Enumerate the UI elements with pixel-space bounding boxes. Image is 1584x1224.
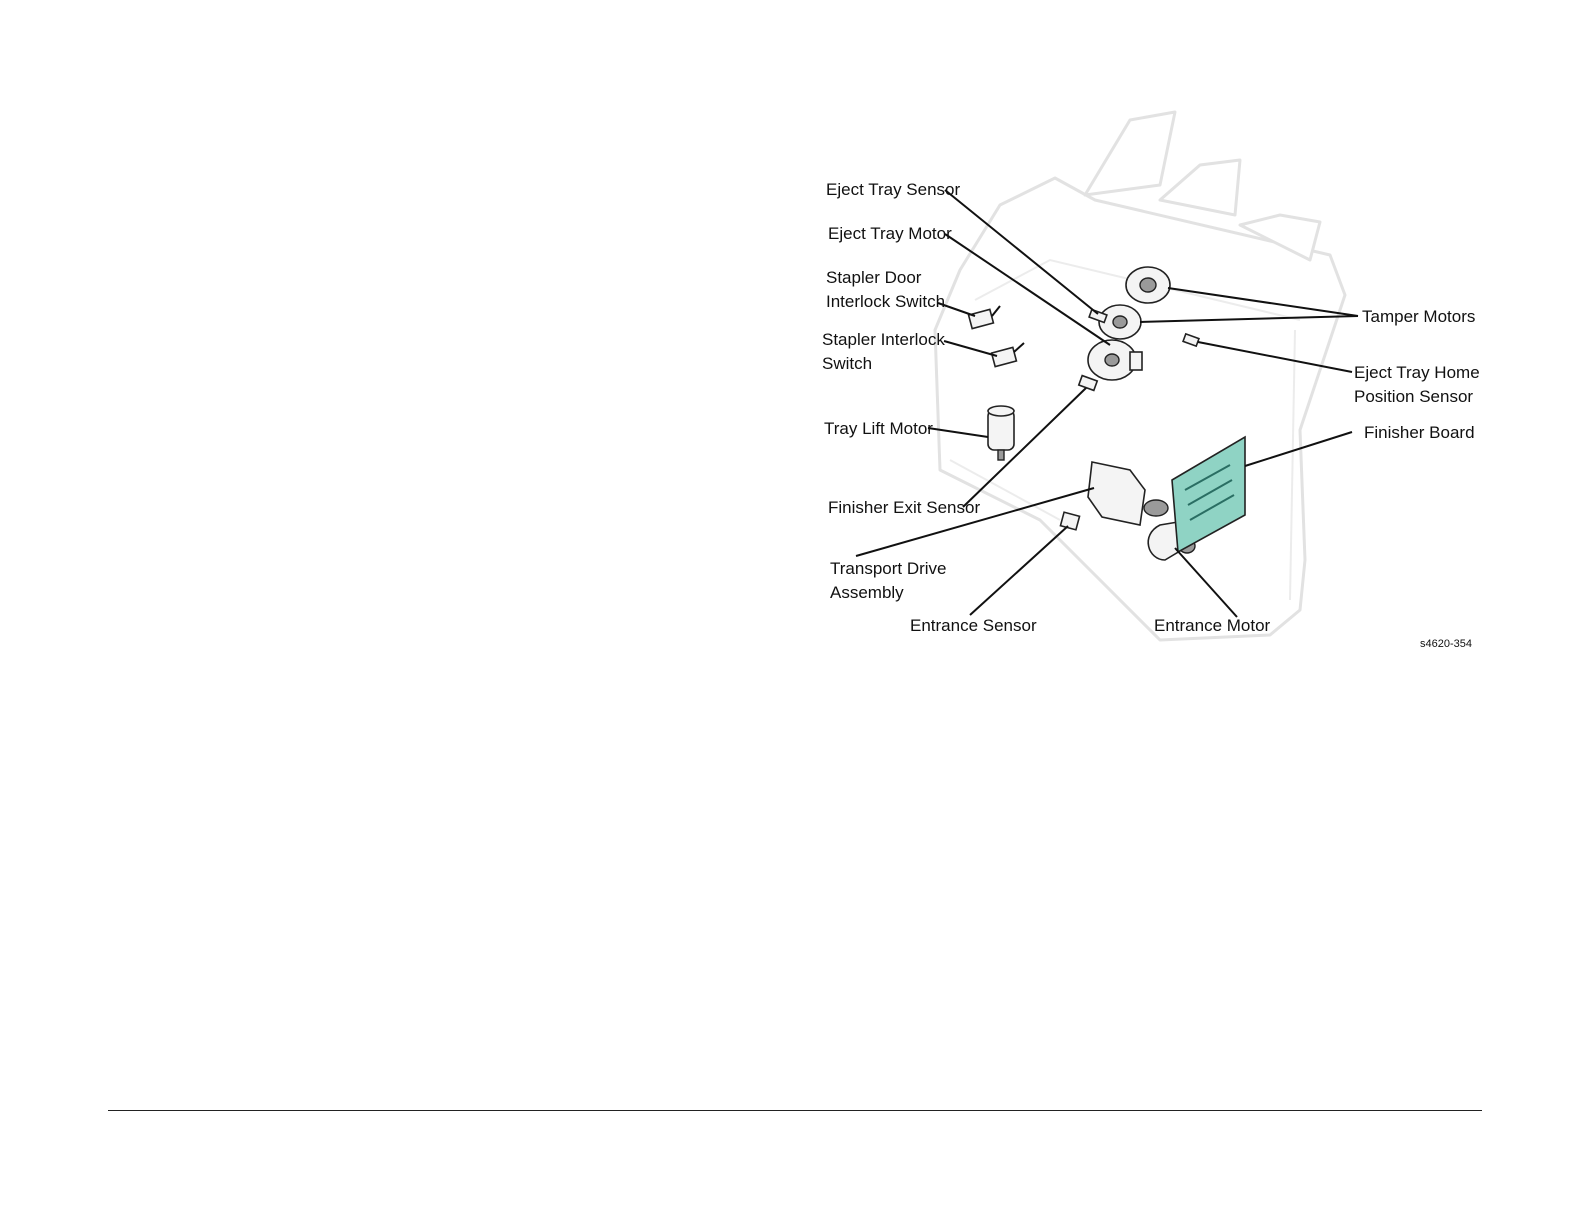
tamper-motor-upper [1126,267,1170,303]
label-stapler-interlock-switch-line2: Switch [822,354,872,373]
tamper-motor-lower [1099,305,1141,339]
label-transport-drive-assembly-line1: Transport Drive [830,559,947,578]
label-eject-tray-home-position-sensor-line1: Eject Tray Home [1354,363,1480,382]
footer-divider [108,1110,1482,1111]
label-stapler-door-interlock-switch-line2: Interlock Switch [826,292,945,311]
label-transport-drive-assembly-line2: Assembly [830,583,904,602]
label-entrance-motor: Entrance Motor [1154,616,1271,635]
label-eject-tray-sensor: Eject Tray Sensor [826,180,961,199]
label-tray-lift-motor: Tray Lift Motor [824,419,933,438]
figure-id: s4620-354 [1420,638,1472,650]
label-eject-tray-home-position-sensor-line2: Position Sensor [1354,387,1473,406]
entrance-sensor [1060,512,1079,530]
label-stapler-interlock-switch-line1: Stapler Interlock [822,330,945,349]
label-stapler-door-interlock-switch-line1: Stapler Door [826,268,922,287]
label-eject-tray-motor: Eject Tray Motor [828,224,952,243]
leader-entrance-sensor [970,526,1068,615]
label-entrance-sensor: Entrance Sensor [910,616,1037,635]
label-tamper-motors: Tamper Motors [1362,307,1475,326]
label-finisher-exit-sensor: Finisher Exit Sensor [828,498,980,517]
label-finisher-board: Finisher Board [1364,423,1475,442]
finisher-ghost-outline [935,112,1345,640]
